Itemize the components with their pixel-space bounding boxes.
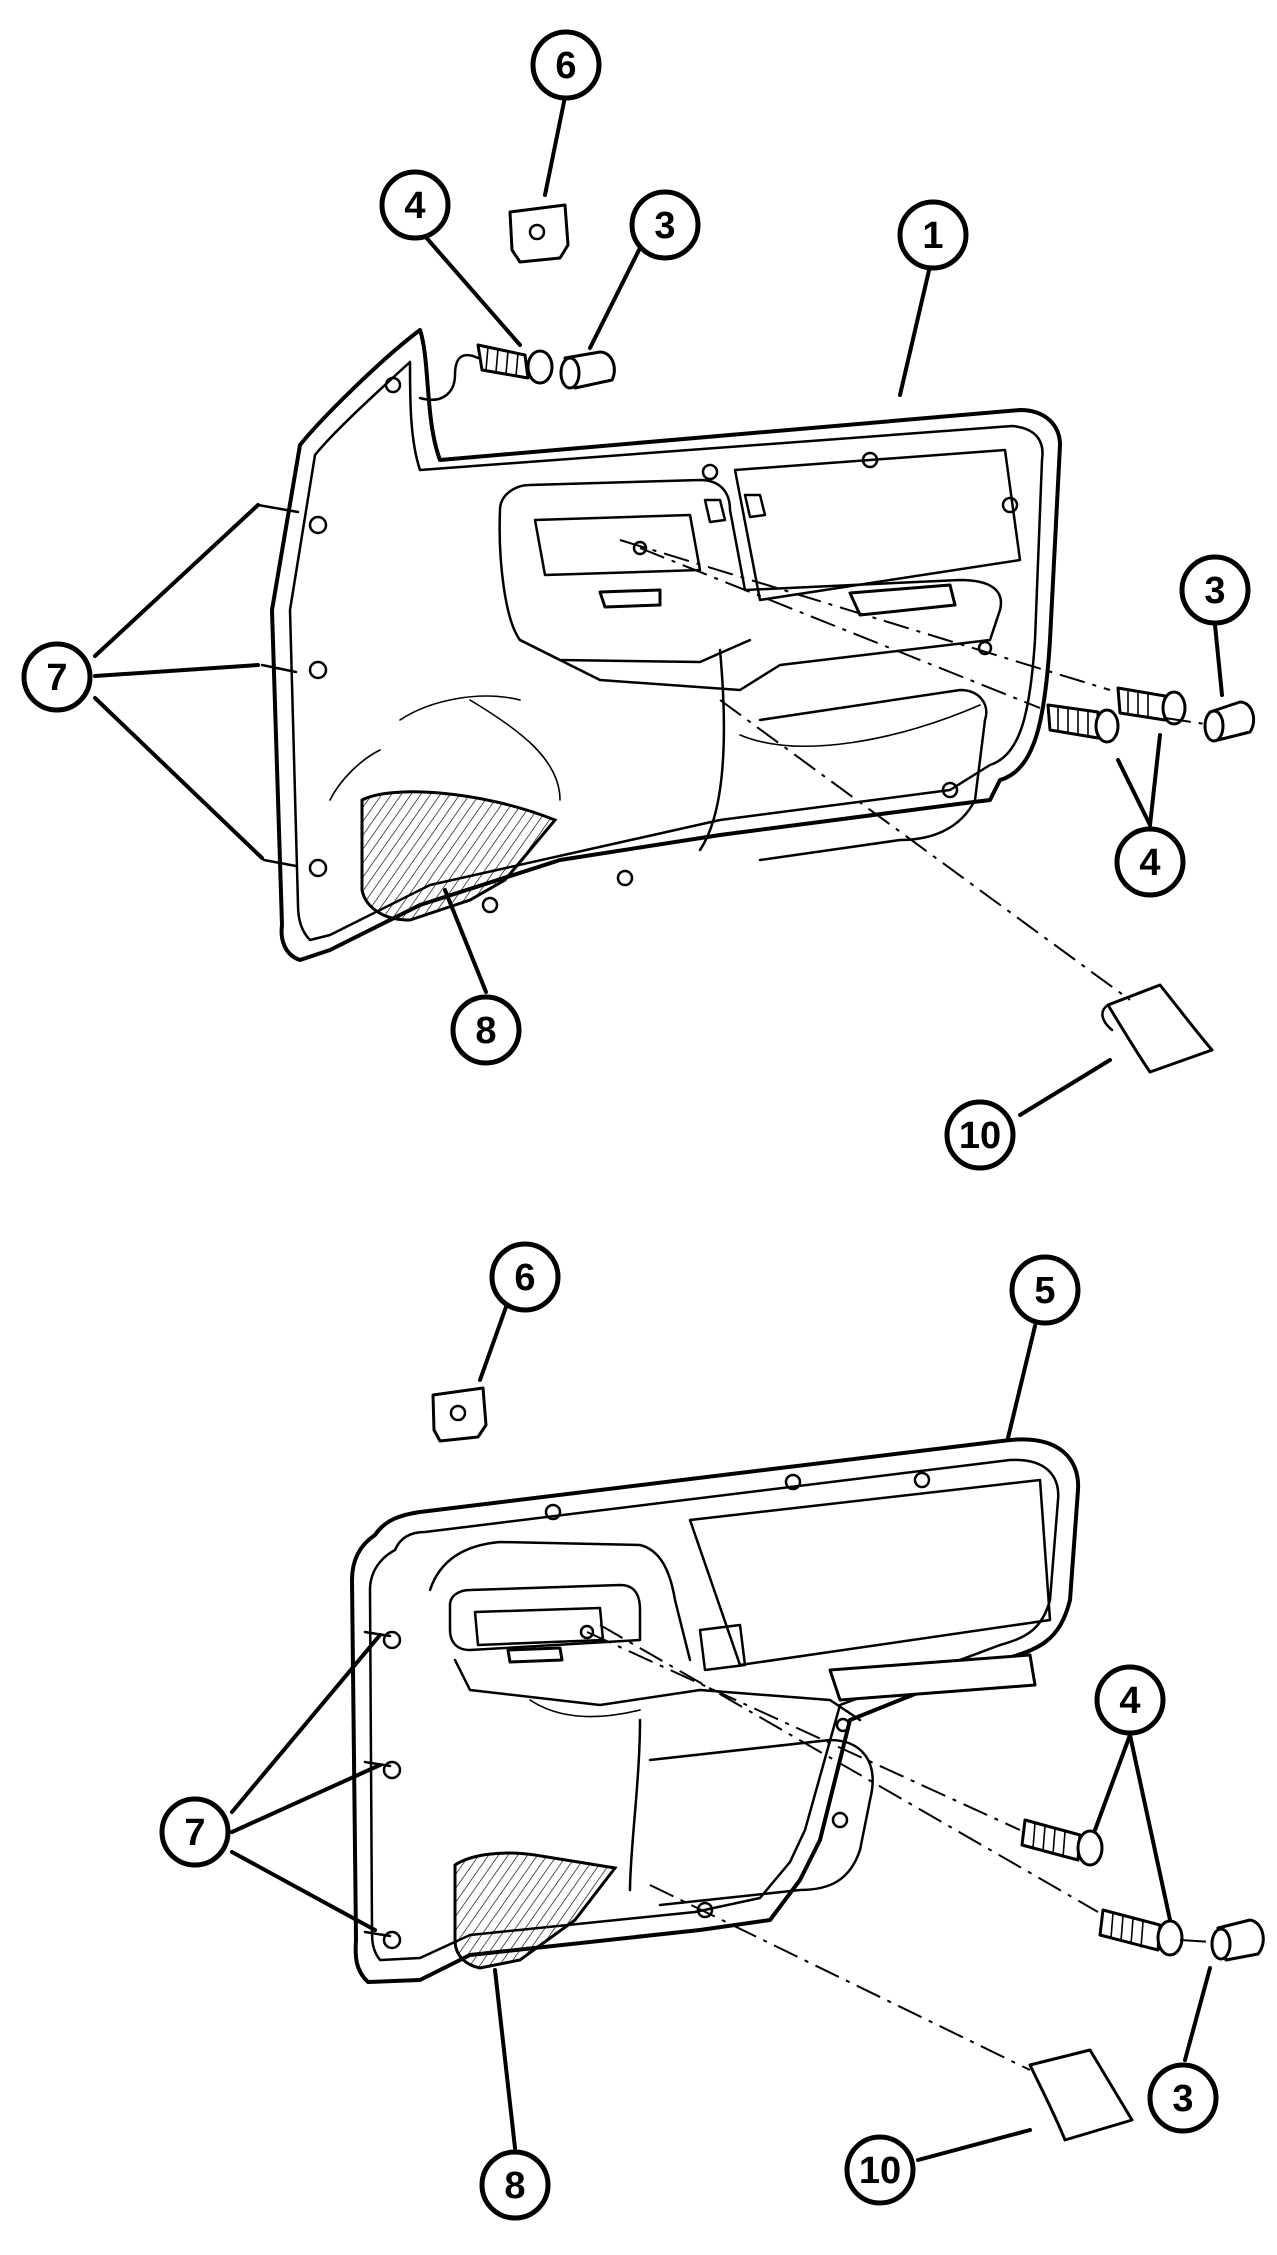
screw-4-bottom-a-part <box>1020 1818 1082 1862</box>
cover-10-top-part <box>1106 983 1214 1074</box>
callout-6-bottom: 6 <box>489 1241 561 1313</box>
cover-10-bottom-part <box>1028 2048 1134 2142</box>
callout-3-right-top: 3 <box>1179 554 1251 626</box>
top-assembly-lines <box>619 539 1206 1001</box>
front-door-trim-panel <box>256 328 1062 962</box>
screw-4-top-part <box>476 343 530 380</box>
rear-door-trim-panel <box>350 1437 1081 1984</box>
callout-8-top: 8 <box>450 994 522 1066</box>
callout-8-bottom-label: 8 <box>504 2165 525 2207</box>
callout-6-top: 6 <box>530 29 602 101</box>
clip-6-part <box>508 203 570 264</box>
callout-5: 5 <box>1009 1254 1081 1326</box>
callout-10-top: 10 <box>944 1099 1016 1171</box>
screw-4-right-b-part <box>1116 686 1167 722</box>
callout-7-top: 7 <box>21 641 93 713</box>
callout-4-top-label: 4 <box>404 185 425 227</box>
callout-5-label: 5 <box>1034 1270 1055 1312</box>
callout-3-bottom-label: 3 <box>1172 2078 1193 2120</box>
bottom-assembly-lines <box>586 1624 1213 2071</box>
top-hardware <box>418 203 1256 1074</box>
clip-6-bottom-part <box>431 1386 488 1443</box>
callout-10-bottom-label: 10 <box>859 2150 901 2192</box>
callout-3-bottom: 3 <box>1147 2062 1219 2134</box>
top-leader-lines <box>93 90 1224 1117</box>
callout-4-right-top-label: 4 <box>1139 842 1160 884</box>
callout-7-top-label: 7 <box>46 657 67 699</box>
screw-4-right-a-part <box>1046 703 1100 740</box>
callout-3-top-label: 3 <box>654 205 675 247</box>
callout-4-top: 4 <box>379 169 451 241</box>
callout-4-right-top: 4 <box>1114 826 1186 898</box>
callout-1-label: 1 <box>922 215 943 257</box>
callout-7-bottom-label: 7 <box>184 1812 205 1854</box>
callout-7-bottom: 7 <box>159 1796 231 1868</box>
callout-4-bottom: 4 <box>1094 1664 1166 1736</box>
callout-3-top: 3 <box>629 189 701 261</box>
callout-8-bottom: 8 <box>479 2149 551 2221</box>
callout-6-bottom-label: 6 <box>514 1257 535 1299</box>
callout-1: 1 <box>897 199 969 271</box>
callout-3-right-top-label: 3 <box>1204 570 1225 612</box>
callout-10-bottom: 10 <box>844 2134 916 2206</box>
callout-6-top-label: 6 <box>555 45 576 87</box>
callout-8-top-label: 8 <box>475 1010 496 1052</box>
callout-10-top-label: 10 <box>959 1115 1001 1157</box>
callout-4-bottom-label: 4 <box>1119 1680 1140 1722</box>
screw-4-bottom-b-part <box>1098 1908 1162 1952</box>
bottom-hardware <box>431 1386 1265 2142</box>
bottom-leader-lines <box>230 1305 1212 2162</box>
